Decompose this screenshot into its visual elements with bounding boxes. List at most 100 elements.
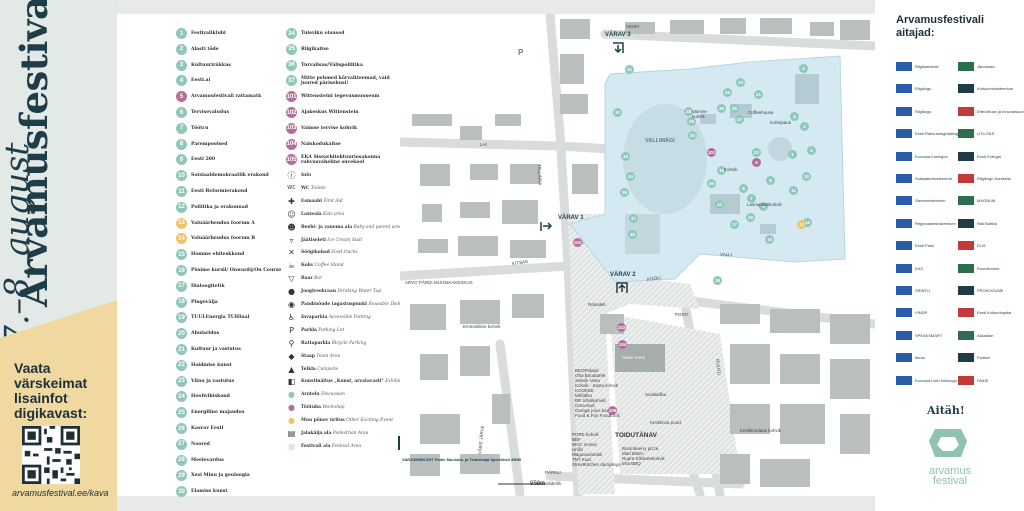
map-marker[interactable]: 14 <box>715 200 724 209</box>
legend-symbol-text: Söögikohad <box>301 250 330 256</box>
legend-label: Kultuur ja vastutus <box>191 347 241 352</box>
map-marker[interactable]: 10 <box>802 172 811 181</box>
map-marker[interactable]: 104 <box>618 340 627 349</box>
map-marker[interactable]: 9 <box>759 202 768 211</box>
promo-url[interactable]: arvamusfestival.ee/kava <box>12 488 109 498</box>
map-marker[interactable]: 21 <box>754 90 763 99</box>
map-marker[interactable]: 6 <box>739 184 748 193</box>
legend-symbol-item: ●Töötuba Workshop <box>286 402 345 413</box>
legend-symbol-text: Info <box>301 173 312 178</box>
map-marker[interactable]: 103 <box>617 323 626 332</box>
sponsor-mark-icon <box>958 196 974 206</box>
map-marker[interactable]: 22 <box>752 148 761 157</box>
legend-label: Energiline majandus <box>191 410 245 416</box>
legend-label: Eesti Reformierakond <box>191 189 248 194</box>
sponsor-name: UTILITAS <box>977 131 995 137</box>
legend-label: Hoidmise kunst <box>191 362 232 368</box>
map-marker[interactable]: 17 <box>730 220 739 229</box>
legend-number-badge: 23 <box>176 375 187 387</box>
sponsor-mark-icon <box>896 286 912 295</box>
legend-label: Wittensteini tegevusmuuseum <box>301 94 380 100</box>
legend-label: Vaimse tervise kohvik <box>301 125 358 131</box>
legend-symbol-item: ☕Kohv Coffee Stand <box>286 260 344 271</box>
legend-symbol-translation: First Aid <box>323 198 343 204</box>
sponsor-logo: Euroopa Komisjon <box>896 151 948 161</box>
dates-rotated: 7.–8. august <box>0 143 36 346</box>
legend-label: Turvalisus/Välispoliitika <box>301 62 363 68</box>
map-marker[interactable]: 35 <box>620 188 629 197</box>
map-marker[interactable]: 25 <box>730 104 739 113</box>
map-marker[interactable]: 20 <box>707 179 716 188</box>
map-marker[interactable]: 34 <box>626 172 635 181</box>
map-marker[interactable]: 12 <box>803 218 812 227</box>
map-marker[interactable]: 29 <box>687 117 696 126</box>
map-marker[interactable]: 13 <box>797 220 806 229</box>
sponsor-name: SPEAKSMART <box>915 332 943 338</box>
map-marker[interactable]: 27 <box>735 115 744 124</box>
map-marker[interactable]: 5 <box>752 158 761 167</box>
map-marker[interactable]: 24 <box>723 88 732 97</box>
map-marker[interactable]: 102 <box>573 238 582 247</box>
map-marker[interactable]: 7 <box>747 194 756 203</box>
map-marker[interactable]: 19 <box>717 166 726 175</box>
legend-number-badge: 27 <box>176 438 187 450</box>
map-marker[interactable]: 18 <box>713 276 722 285</box>
parking-marker: P <box>518 48 524 57</box>
map-marker[interactable]: 101 <box>707 148 716 157</box>
map-marker[interactable]: 28 <box>684 107 693 116</box>
map-marker[interactable]: 8 <box>766 176 775 185</box>
map-marker[interactable]: 37 <box>629 214 638 223</box>
legend-number-badge: 24 <box>176 391 187 403</box>
map-marker[interactable]: 30 <box>688 131 697 140</box>
legend-number-badge: 34 <box>286 28 297 39</box>
legend-label: Kasvav Eesti <box>191 426 224 431</box>
map-marker[interactable]: 11 <box>789 186 798 195</box>
sponsor-name: EAS <box>915 265 924 271</box>
map-marker[interactable]: 36 <box>628 230 637 239</box>
legend-number-badge: 6 <box>176 107 187 118</box>
map-marker[interactable]: 23 <box>736 78 745 87</box>
legend-symbol-label: Info <box>301 173 311 178</box>
sponsor-logo: fienta <box>896 353 925 363</box>
sponsor-mark-icon <box>958 353 974 363</box>
map-marker[interactable]: 33 <box>621 152 630 161</box>
map-marker[interactable]: 15 <box>765 235 774 244</box>
map-marker[interactable]: 105 <box>608 406 617 415</box>
legend-symbol-translation: Coffee Stand <box>314 263 344 269</box>
legend-number-badge: 5 <box>176 91 187 103</box>
place-toidutanav: TOIDUTÄNAV <box>615 432 658 439</box>
legend-label: Elamise kunst <box>191 489 228 495</box>
legend-symbol-item: ▲Telkla Campsite <box>286 364 338 375</box>
map-marker[interactable]: 16 <box>746 213 755 222</box>
map-marker[interactable]: 32 <box>613 108 622 117</box>
place-wahaliiderlik: Wahaliiderlik <box>536 481 562 486</box>
map-marker[interactable]: 5 <box>807 146 816 155</box>
sponsor-name: Riigikogu Kantselei <box>977 176 1012 181</box>
map-marker[interactable]: 4 <box>790 112 799 121</box>
legend-symbol-item: ▽Baar Bar <box>286 273 322 284</box>
sponsor-mark-icon <box>958 62 974 71</box>
map-marker[interactable]: 3 <box>799 64 808 73</box>
legend-symbol-item: ♿Invaparkla Accessible Parking <box>286 312 371 323</box>
sponsor-name: Riigikogu <box>915 86 932 92</box>
map-marker[interactable]: 31 <box>625 65 634 74</box>
legend-symbol-text: Baar <box>301 276 313 282</box>
qr-code[interactable] <box>22 426 80 484</box>
map-marker[interactable]: 1 <box>788 150 797 159</box>
map-marker[interactable]: 2 <box>800 122 809 131</box>
sponsor-mark-icon <box>896 241 912 251</box>
map-marker[interactable]: 26 <box>717 104 726 113</box>
legend-symbol-text: Töötuba <box>301 405 321 411</box>
legend-label: Püsime kursil/ Onward@On Course <box>191 268 282 273</box>
legend-symbol-item: ▤Jalakäija ala Pedestrian Area <box>286 428 369 439</box>
